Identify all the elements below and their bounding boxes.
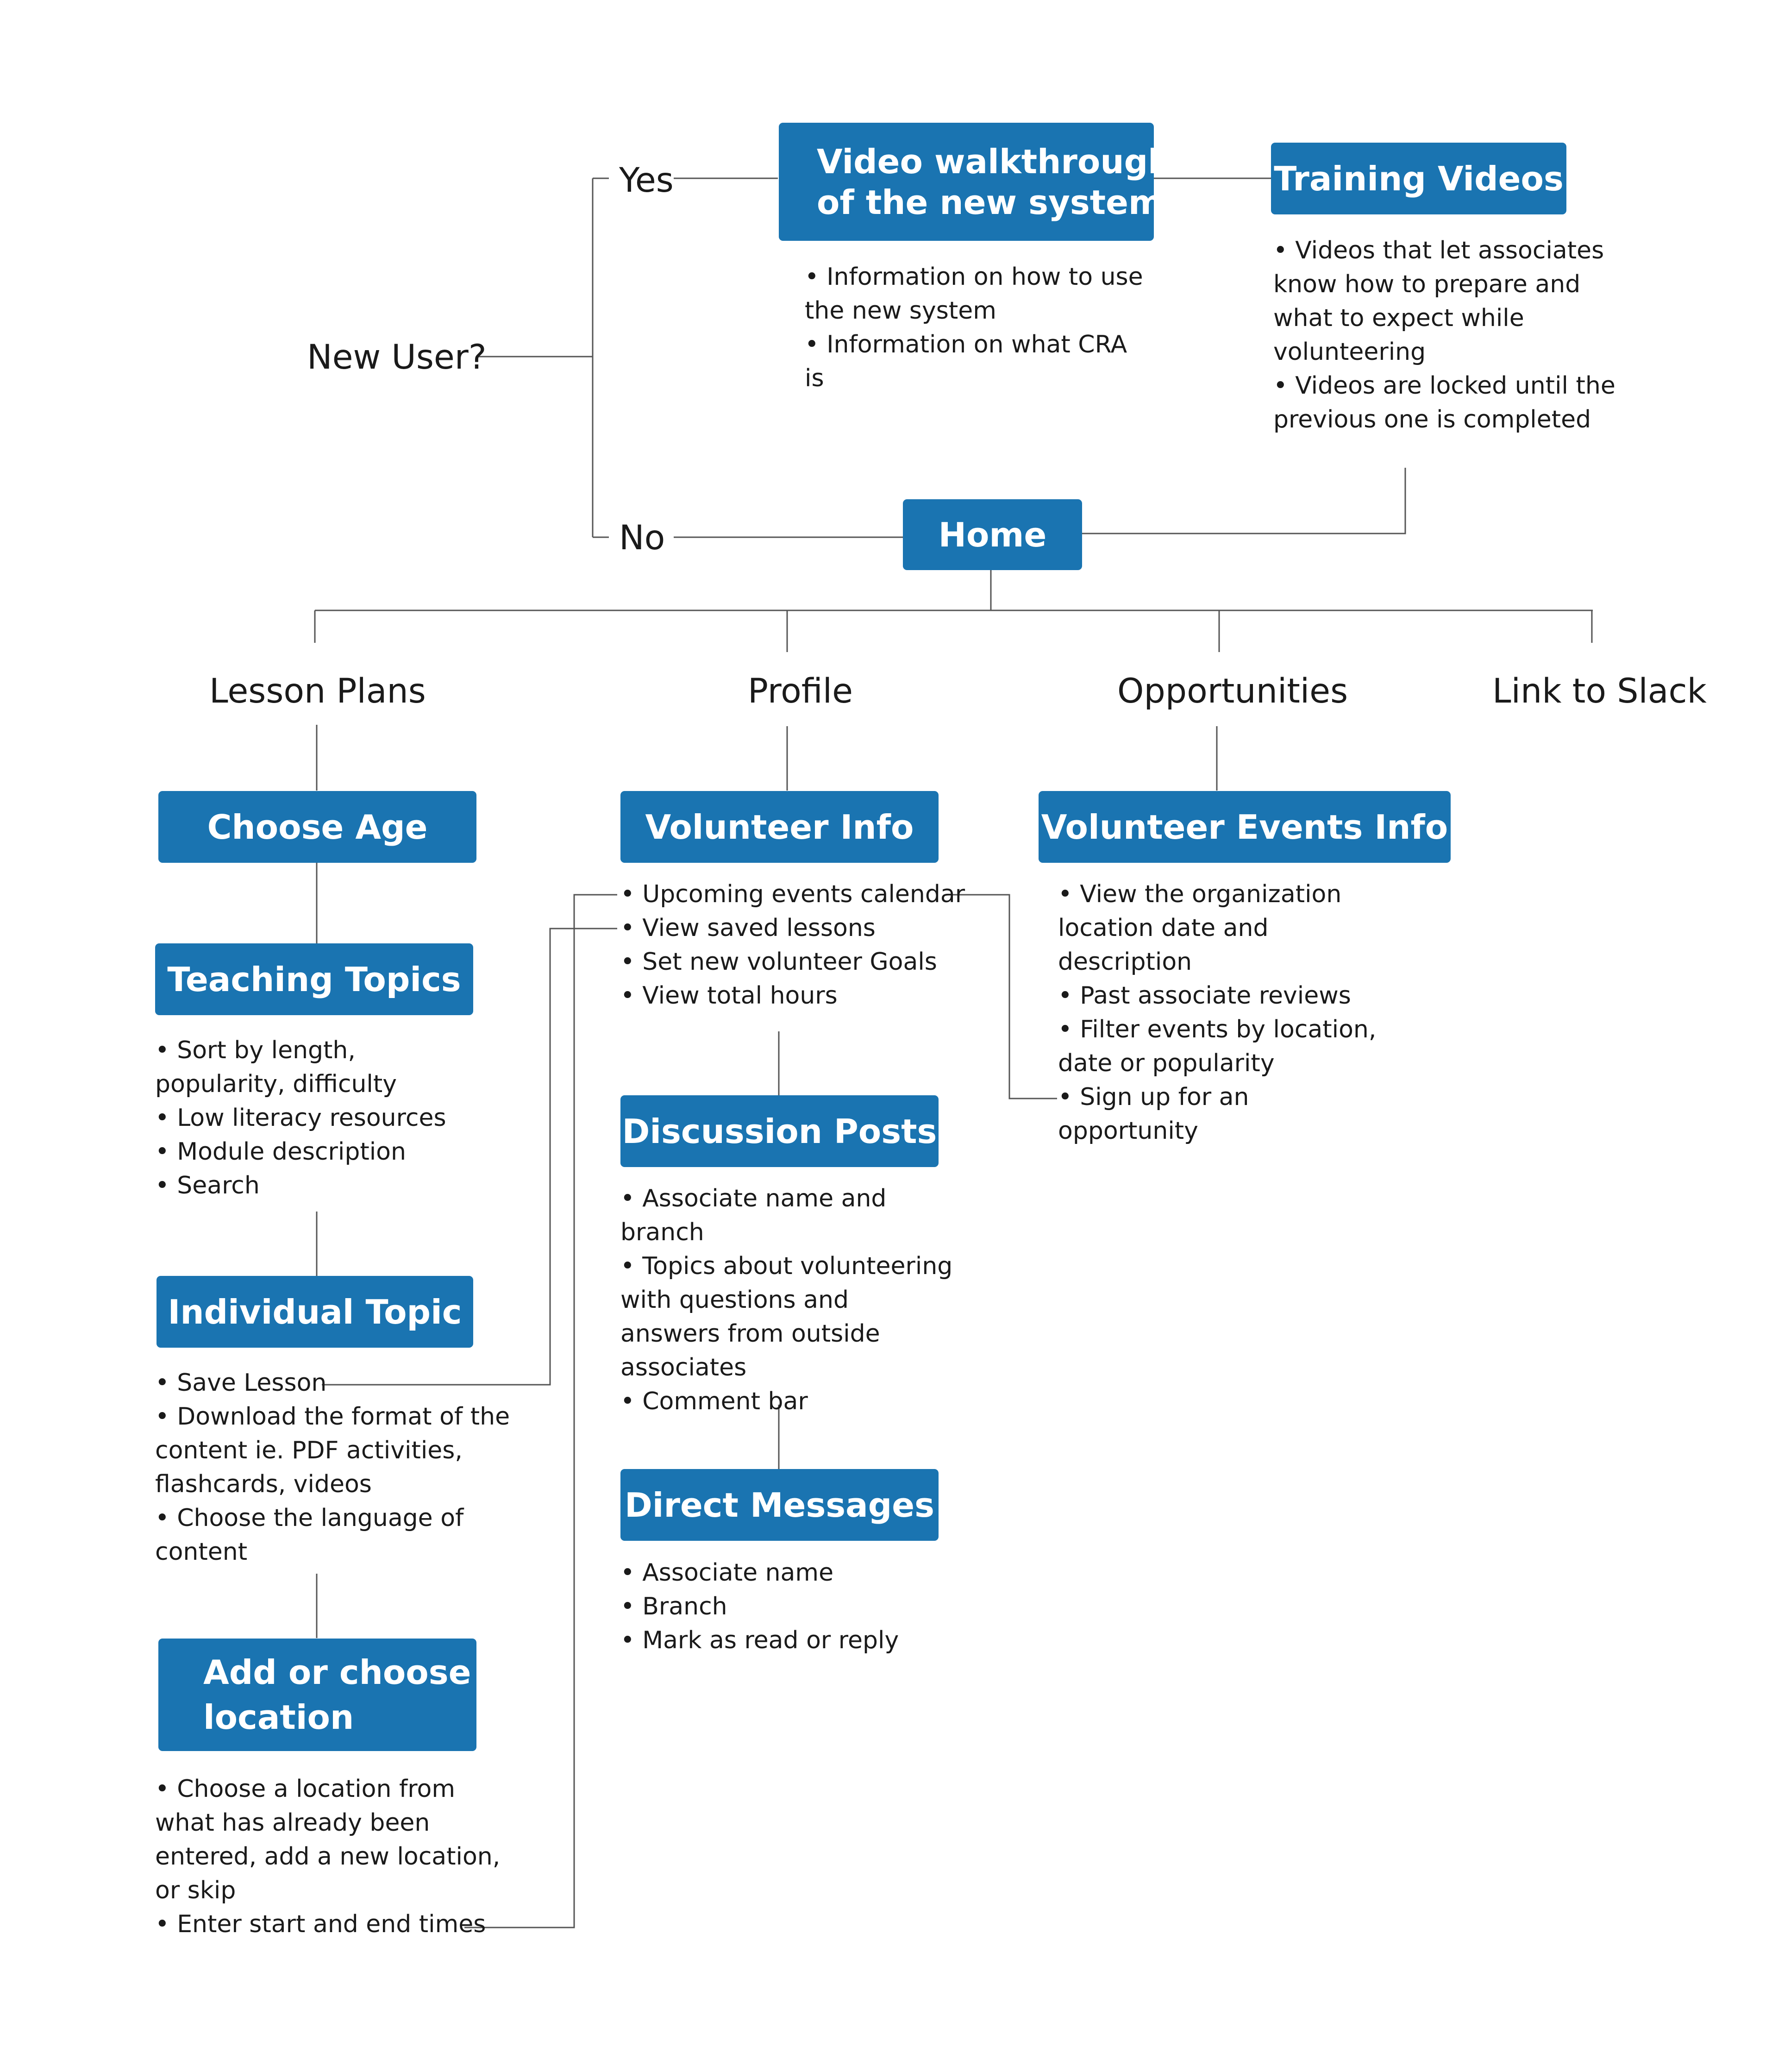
video-walkthrough-details: Information on how to use the new system… (805, 260, 1147, 396)
direct-messages-box: Direct Messages (620, 1469, 939, 1541)
add-location-label: Add or choose location (203, 1652, 471, 1737)
section-link-to-slack: Link to Slack (1492, 672, 1707, 711)
list-item: Information on what CRA is (805, 328, 1147, 396)
list-item: Associate name and branch (620, 1182, 954, 1249)
list-item: Search (155, 1169, 479, 1203)
section-profile: Profile (748, 672, 853, 711)
individual-topic-label: Individual Topic (168, 1292, 462, 1331)
list-item: Choose a location from what has already … (155, 1772, 507, 1908)
section-opportunities: Opportunities (1117, 672, 1348, 711)
list-item: Sign up for an opportunity (1058, 1080, 1382, 1148)
choose-age-box: Choose Age (158, 791, 476, 863)
discussion-posts-details: Associate name and branch Topics about v… (620, 1182, 954, 1419)
volunteer-events-info-label: Volunteer Events Info (1041, 807, 1448, 847)
training-videos-box: Training Videos (1271, 143, 1566, 214)
training-videos-label: Training Videos (1274, 159, 1564, 198)
volunteer-info-box: Volunteer Info (620, 791, 939, 863)
list-item: Save Lesson (155, 1366, 516, 1400)
video-walkthrough-box: Video walkthrough of the new system (779, 123, 1171, 241)
volunteer-events-info-details: View the organization location date and … (1058, 878, 1382, 1148)
list-item: View saved lessons (620, 911, 1000, 945)
list-item: Module description (155, 1135, 479, 1169)
direct-messages-label: Direct Messages (625, 1485, 934, 1525)
list-item: View the organization location date and … (1058, 878, 1382, 979)
list-item: Filter events by location, date or popul… (1058, 1013, 1382, 1080)
list-item: Videos are locked until the previous one… (1273, 369, 1616, 437)
individual-topic-details: Save Lesson Download the format of the c… (155, 1366, 516, 1569)
add-location-details: Choose a location from what has already … (155, 1772, 507, 1941)
new-user-question: New User? (307, 338, 487, 377)
list-item: Choose the language of content (155, 1501, 516, 1569)
volunteer-events-info-box: Volunteer Events Info (1039, 791, 1451, 863)
training-videos-details: Videos that let associates know how to p… (1273, 234, 1616, 437)
list-item: Download the format of the content ie. P… (155, 1400, 516, 1501)
list-item: Past associate reviews (1058, 979, 1382, 1013)
list-item: Sort by length, popularity, difficulty (155, 1034, 479, 1101)
volunteer-info-details: Upcoming events calendar View saved less… (620, 878, 1000, 1013)
add-location-box: Add or choose location (158, 1639, 476, 1751)
video-walkthrough-label: Video walkthrough of the new system (817, 142, 1172, 222)
list-item: Set new volunteer Goals (620, 945, 1000, 979)
list-item: Information on how to use the new system (805, 260, 1147, 328)
discussion-posts-box: Discussion Posts (620, 1095, 939, 1167)
list-item: Comment bar (620, 1385, 954, 1419)
section-lesson-plans: Lesson Plans (209, 672, 426, 711)
teaching-topics-label: Teaching Topics (167, 960, 461, 999)
teaching-topics-details: Sort by length, popularity, difficulty L… (155, 1034, 479, 1203)
list-item: Mark as read or reply (620, 1624, 954, 1658)
home-box: Home (903, 499, 1082, 570)
list-item: View total hours (620, 979, 1000, 1013)
list-item: Low literacy resources (155, 1101, 479, 1135)
list-item: Associate name (620, 1556, 954, 1590)
list-item: Upcoming events calendar (620, 878, 1000, 911)
list-item: Topics about volunteering with questions… (620, 1249, 954, 1385)
home-label: Home (938, 515, 1047, 554)
list-item: Branch (620, 1590, 954, 1624)
list-item: Videos that let associates know how to p… (1273, 234, 1616, 369)
direct-messages-details: Associate name Branch Mark as read or re… (620, 1556, 954, 1658)
volunteer-info-label: Volunteer Info (645, 807, 914, 847)
choose-age-label: Choose Age (207, 807, 428, 847)
discussion-posts-label: Discussion Posts (622, 1111, 937, 1151)
yes-branch-label: Yes (619, 161, 674, 200)
list-item: Enter start and end times (155, 1908, 507, 1941)
no-branch-label: No (619, 518, 665, 558)
teaching-topics-box: Teaching Topics (155, 943, 473, 1015)
individual-topic-box: Individual Topic (157, 1276, 473, 1348)
